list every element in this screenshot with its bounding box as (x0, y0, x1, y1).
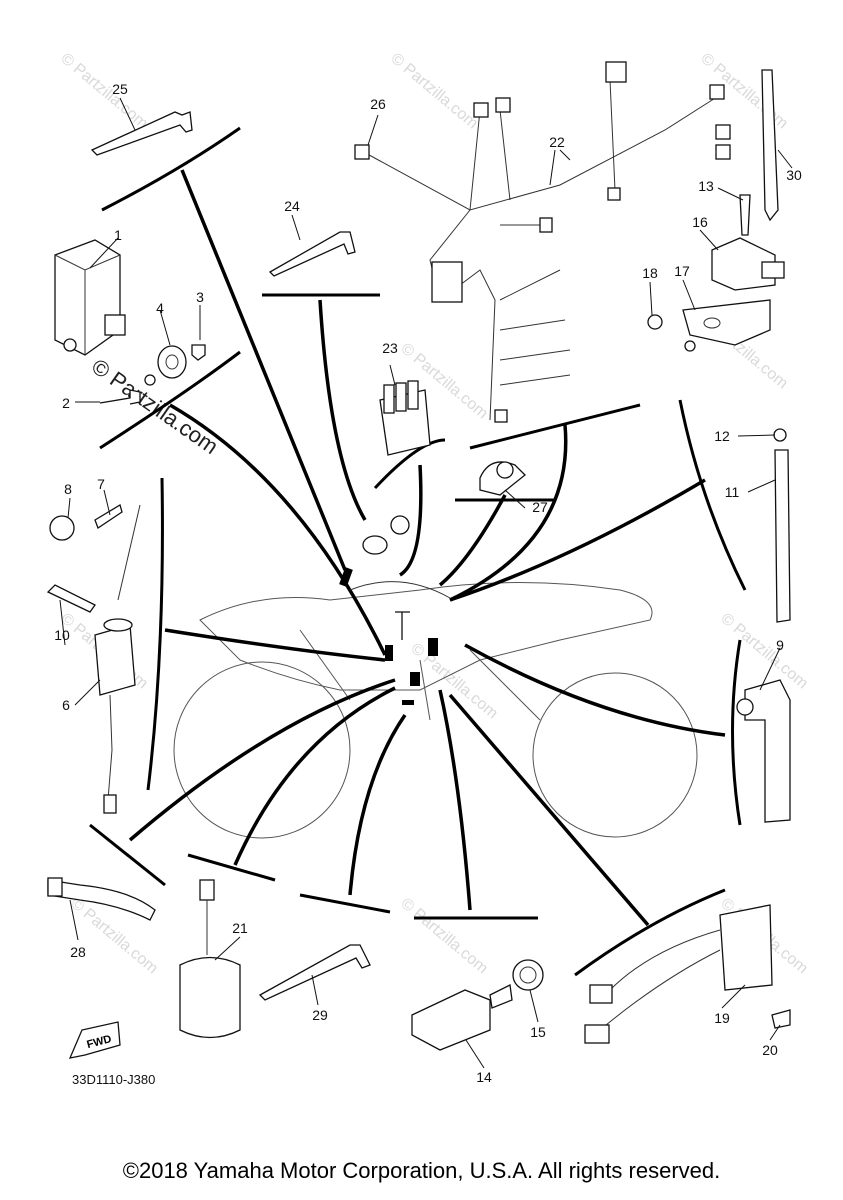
part-map-sensor (647, 194, 785, 352)
parts-diagram: © Partzilla.com © Partzilla.com © Partzi… (46, 50, 811, 1085)
callout-16: 16 (692, 214, 708, 230)
callout-21: 21 (232, 920, 248, 936)
callout-2: 2 (62, 395, 70, 411)
part-cable-tie-29 (258, 944, 371, 1001)
part-cable-tie-30 (761, 69, 779, 222)
part-wire-harness (354, 61, 731, 423)
watermark: © Partzilla.com (387, 50, 481, 132)
part-ecu-hardware (99, 344, 206, 405)
diagram-code: 33D1110-J380 (72, 1072, 156, 1087)
callout-17: 17 (674, 263, 690, 279)
callout-19: 19 (714, 1010, 730, 1026)
watermark: © Partzilla.com (717, 610, 811, 692)
callout-7: 7 (97, 476, 105, 492)
motorcycle-outline (173, 582, 698, 839)
leader-lines (59, 97, 793, 1069)
callout-10: 10 (54, 627, 70, 643)
center-markers (339, 515, 451, 705)
part-connector-23 (379, 380, 431, 456)
callout-14: 14 (476, 1069, 492, 1085)
part-cable-tie-24 (268, 231, 356, 277)
watermark: © Partzilla.com (397, 895, 491, 977)
callout-28: 28 (70, 944, 86, 960)
callout-23: 23 (382, 340, 398, 356)
callout-20: 20 (762, 1042, 778, 1058)
callout-3: 3 (196, 289, 204, 305)
group-brackets (89, 126, 747, 977)
callout-24: 24 (284, 198, 300, 214)
callout-13: 13 (698, 178, 714, 194)
callout-1: 1 (114, 227, 122, 243)
watermark: © Partzilla.com (407, 640, 501, 722)
fwd-arrow-icon: FWD (68, 1021, 121, 1059)
part-rectifier-regulator (584, 904, 791, 1044)
callout-12: 12 (714, 428, 730, 444)
part-band-28 (47, 877, 156, 921)
part-temp-sensor (411, 959, 544, 1051)
callout-29: 29 (312, 1007, 328, 1023)
part-ecu (54, 239, 126, 356)
callout-9: 9 (776, 637, 784, 653)
callout-4: 4 (156, 300, 164, 316)
part-spark-plug-cap (736, 679, 791, 823)
watermark: © Partzilla.com (57, 50, 151, 132)
pointer-wires (128, 169, 726, 927)
callout-27: 27 (532, 499, 548, 515)
copyright-notice: ©2018 Yamaha Motor Corporation, U.S.A. A… (122, 1158, 721, 1183)
part-vent-hose (773, 428, 791, 623)
callout-18: 18 (642, 265, 658, 281)
part-ignition-coil (46, 504, 141, 814)
callout-6: 6 (62, 697, 70, 713)
callout-25: 25 (112, 81, 128, 97)
callout-26: 26 (370, 96, 386, 112)
callout-22: 22 (549, 134, 565, 150)
callout-11: 11 (725, 484, 740, 500)
part-clamp-27 (479, 461, 526, 496)
part-condenser (179, 879, 241, 1039)
part-cable-tie-25 (90, 111, 193, 156)
callouts: 1 2 3 4 6 7 8 9 10 11 12 13 14 15 16 17 … (54, 81, 802, 1085)
callout-8: 8 (64, 481, 72, 497)
callout-15: 15 (530, 1024, 546, 1040)
callout-30: 30 (786, 167, 802, 183)
